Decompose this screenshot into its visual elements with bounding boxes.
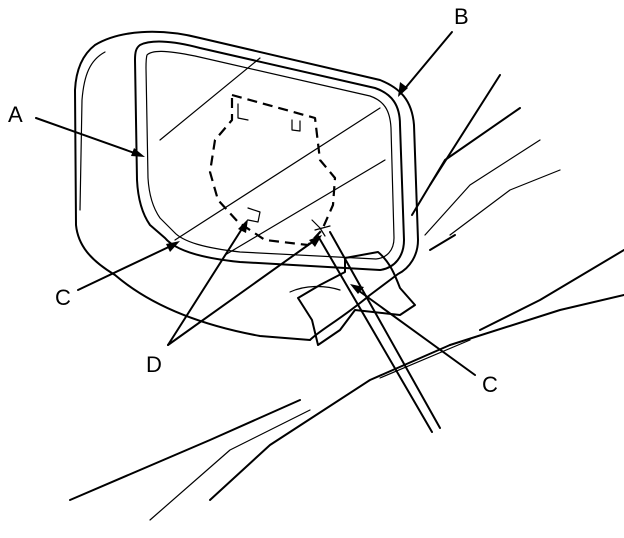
door-panel-lines xyxy=(69,74,624,521)
callout-a: A xyxy=(8,102,23,127)
mirror-housing xyxy=(74,30,419,341)
callout-d: D xyxy=(146,352,162,377)
mirror-glass xyxy=(134,40,405,271)
mirror-backing-plate xyxy=(208,93,337,247)
callout-b: B xyxy=(454,4,469,29)
protective-cloth xyxy=(289,251,416,346)
callout-c-left: C xyxy=(55,285,71,310)
callout-c-right: C xyxy=(482,372,498,397)
callout-leaders xyxy=(35,31,476,376)
screwdriver xyxy=(314,225,441,433)
